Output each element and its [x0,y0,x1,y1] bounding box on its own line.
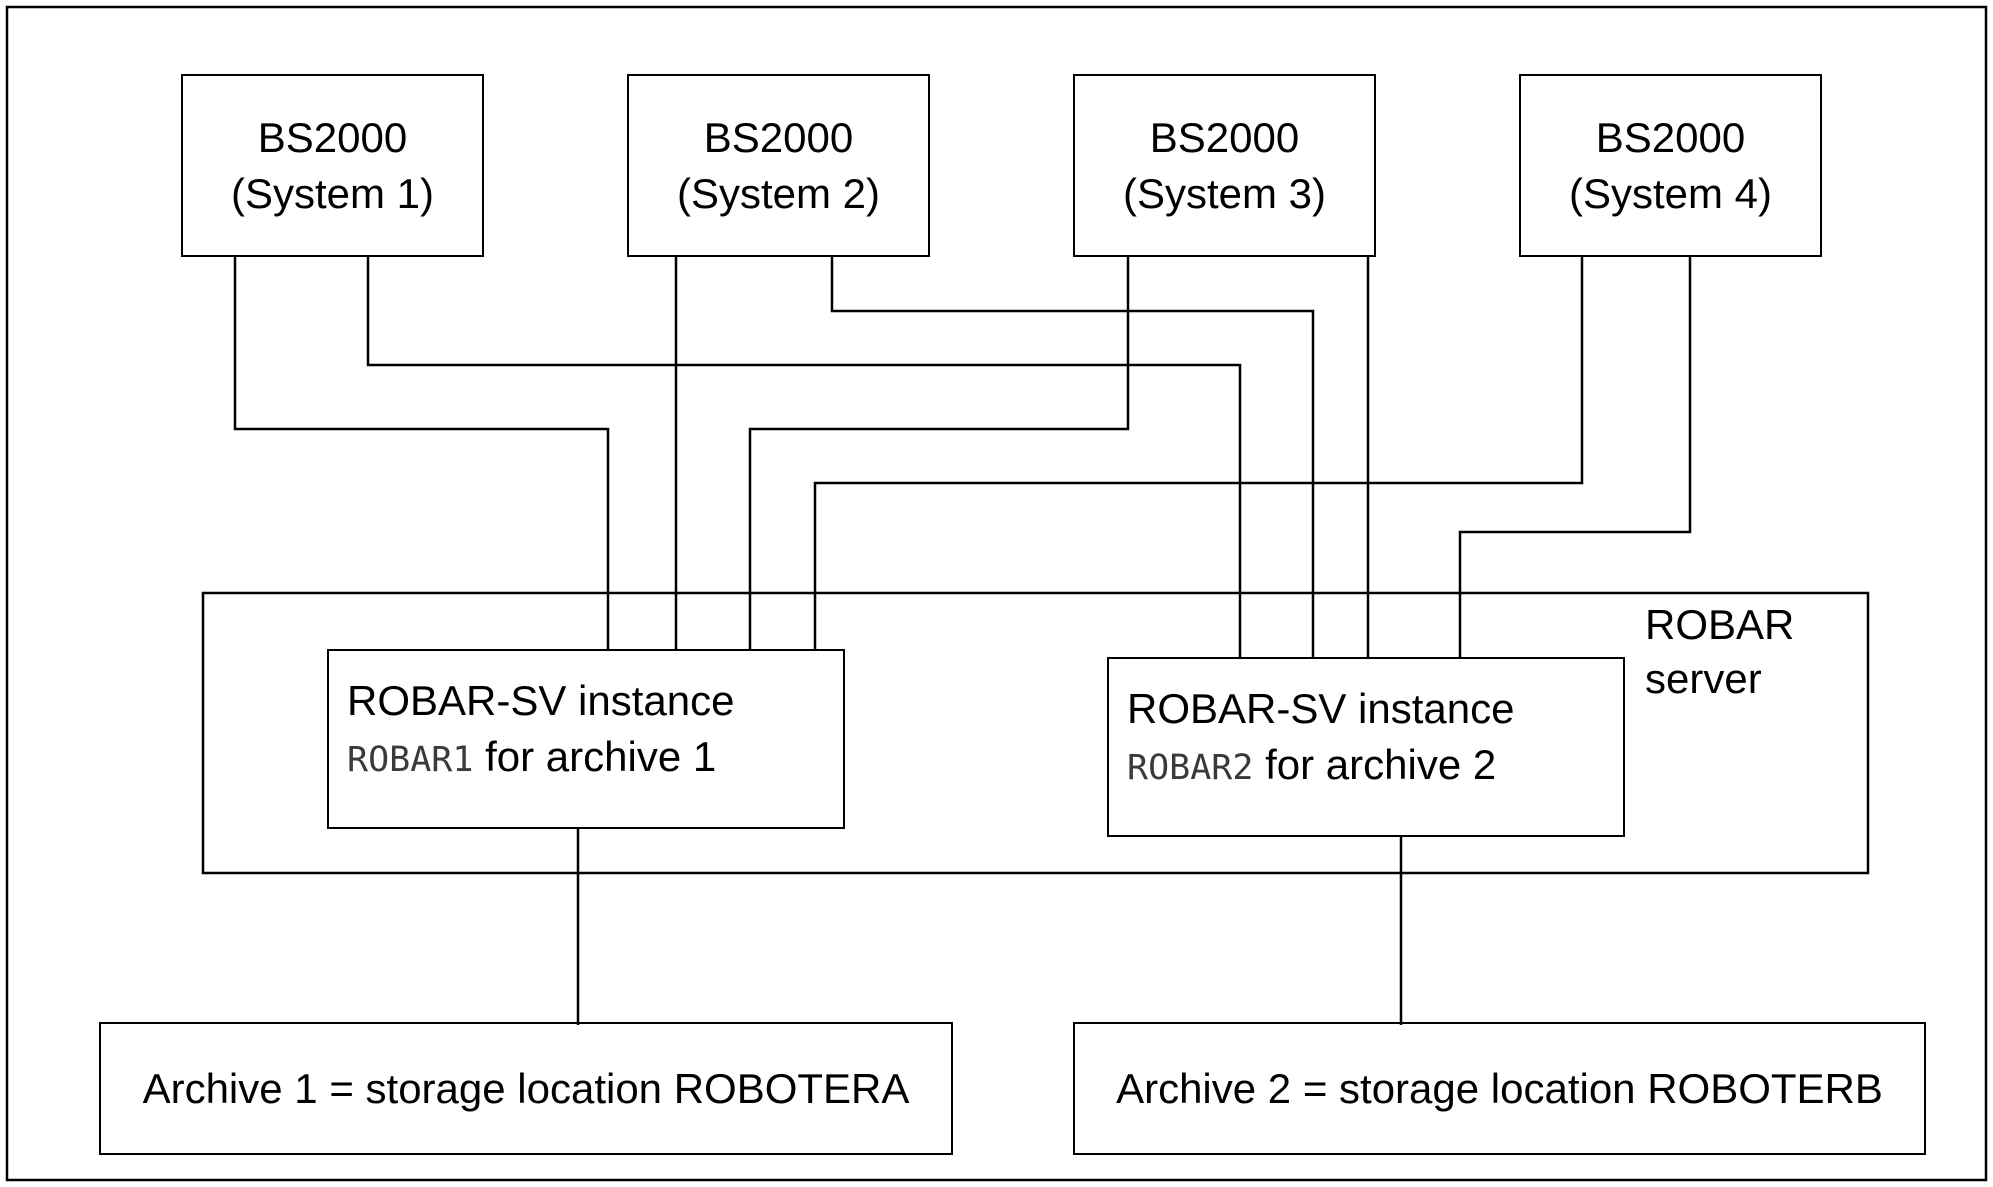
robar-instance-1-box: ROBAR-SV instance ROBAR1 for archive 1 [327,649,845,829]
outer-frame [5,5,1988,1182]
robar-instance-1-name: ROBAR1 [347,740,474,780]
system-4-title: BS2000 [1595,113,1746,161]
robar-instance-2-box: ROBAR-SV instance ROBAR2 for archive 2 [1107,657,1625,837]
system-4-box: BS2000 (System 4) [1519,74,1822,257]
archive-2-label: Archive 2 = storage location ROBOTERB [1116,1064,1883,1112]
system-1-title: BS2000 [257,113,408,161]
robar-instance-2-title: ROBAR-SV instance [1127,685,1515,732]
robar-instance-2-suffix: for archive 2 [1253,741,1497,788]
archive-1-label: Archive 1 = storage location ROBOTERA [142,1064,910,1112]
system-3-subtitle: (System 3) [1122,169,1327,217]
system-1-subtitle: (System 1) [230,169,435,217]
link-system1-robar2 [366,257,1242,657]
system-3-title: BS2000 [1149,113,1300,161]
link-system4-robar2 [1458,257,1692,657]
system-3-box: BS2000 (System 3) [1073,74,1376,257]
system-4-subtitle: (System 4) [1568,169,1773,217]
robar-server-label-line1: ROBAR [1645,601,1795,648]
system-2-box: BS2000 (System 2) [627,74,930,257]
robar-instance-1-suffix: for archive 1 [473,733,717,780]
robar-server-label: ROBAR server [1645,598,1794,706]
robar-instance-1-desc: ROBAR1 for archive 1 [347,729,843,788]
system-2-title: BS2000 [703,113,854,161]
link-system4-robar1 [813,257,1584,649]
link-system3-robar1 [748,257,1130,649]
archive-1-box: Archive 1 = storage location ROBOTERA [99,1022,953,1155]
robar-instance-2-desc: ROBAR2 for archive 2 [1127,737,1623,796]
system-1-box: BS2000 (System 1) [181,74,484,257]
robar-instance-1-title: ROBAR-SV instance [347,677,735,724]
robar-server-label-line2: server [1645,655,1762,702]
system-2-subtitle: (System 2) [676,169,881,217]
link-system1-robar1 [233,257,610,649]
robar-server-frame [201,591,1870,875]
archive-2-box: Archive 2 = storage location ROBOTERB [1073,1022,1926,1155]
robar-instance-2-name: ROBAR2 [1127,748,1254,788]
